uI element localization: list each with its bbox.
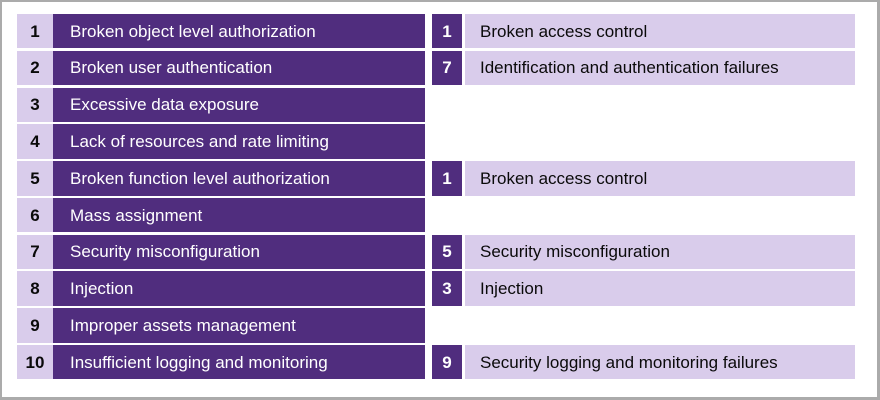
column-gap xyxy=(425,14,432,48)
mapping-table: 1 Broken object level authorization 1 Br… xyxy=(17,14,855,380)
mapping-row: 6 Mass assignment xyxy=(17,197,855,233)
column-gap xyxy=(425,345,432,379)
owasp-rank-cell: 9 xyxy=(432,345,462,380)
mapping-row: 3 Excessive data exposure xyxy=(17,87,855,122)
column-gap xyxy=(425,124,432,158)
api-item-cell: Security misconfiguration xyxy=(53,234,425,270)
api-item-cell: Mass assignment xyxy=(53,197,425,233)
column-gap xyxy=(425,88,432,122)
owasp-item-cell: Broken access control xyxy=(465,14,855,49)
column-gap xyxy=(462,124,465,158)
mapping-row: 8 Injection 3 Injection xyxy=(17,271,855,306)
mapping-row: 9 Improper assets management xyxy=(17,308,855,343)
column-gap xyxy=(462,308,465,342)
owasp-rank-cell: 1 xyxy=(432,161,462,196)
owasp-item-cell: Security logging and monitoring failures xyxy=(465,345,855,380)
mapping-row: 5 Broken function level authorization 1 … xyxy=(17,161,855,196)
column-gap xyxy=(425,161,432,195)
api-rank-cell: 7 xyxy=(17,234,53,270)
owasp-item-cell: Security misconfiguration xyxy=(465,234,855,270)
column-gap xyxy=(425,235,432,269)
api-rank-cell: 3 xyxy=(17,87,53,122)
owasp-rank-cell: 1 xyxy=(432,14,462,49)
column-gap xyxy=(462,88,465,122)
mapping-row: 2 Broken user authentication 7 Identific… xyxy=(17,50,855,86)
column-gap xyxy=(462,198,465,232)
api-rank-cell: 4 xyxy=(17,124,53,159)
api-rank-cell: 2 xyxy=(17,50,53,86)
owasp-rank-cell: 3 xyxy=(432,271,462,306)
api-item-cell: Broken function level authorization xyxy=(53,161,425,196)
mapping-row: 7 Security misconfiguration 5 Security m… xyxy=(17,234,855,270)
column-gap xyxy=(425,51,432,85)
api-rank-cell: 8 xyxy=(17,271,53,306)
column-gap xyxy=(425,271,432,305)
owasp-rank-cell: 5 xyxy=(432,234,462,270)
owasp-item-cell: Broken access control xyxy=(465,161,855,196)
api-item-cell: Broken object level authorization xyxy=(53,14,425,49)
owasp-item-cell: Identification and authentication failur… xyxy=(465,50,855,86)
api-item-cell: Insufficient logging and monitoring xyxy=(53,345,425,380)
api-item-cell: Excessive data exposure xyxy=(53,87,425,122)
api-item-cell: Broken user authentication xyxy=(53,50,425,86)
column-gap xyxy=(425,308,432,342)
owasp-rank-cell: 7 xyxy=(432,50,462,86)
api-item-cell: Injection xyxy=(53,271,425,306)
mapping-row: 1 Broken object level authorization 1 Br… xyxy=(17,14,855,49)
api-item-cell: Lack of resources and rate limiting xyxy=(53,124,425,159)
api-rank-cell: 1 xyxy=(17,14,53,49)
mapping-row: 10 Insufficient logging and monitoring 9… xyxy=(17,345,855,380)
api-rank-cell: 5 xyxy=(17,161,53,196)
column-gap xyxy=(425,198,432,232)
api-rank-cell: 9 xyxy=(17,308,53,343)
api-rank-cell: 6 xyxy=(17,197,53,233)
api-rank-cell: 10 xyxy=(17,345,53,380)
mapping-row: 4 Lack of resources and rate limiting xyxy=(17,124,855,159)
owasp-item-cell: Injection xyxy=(465,271,855,306)
api-item-cell: Improper assets management xyxy=(53,308,425,343)
